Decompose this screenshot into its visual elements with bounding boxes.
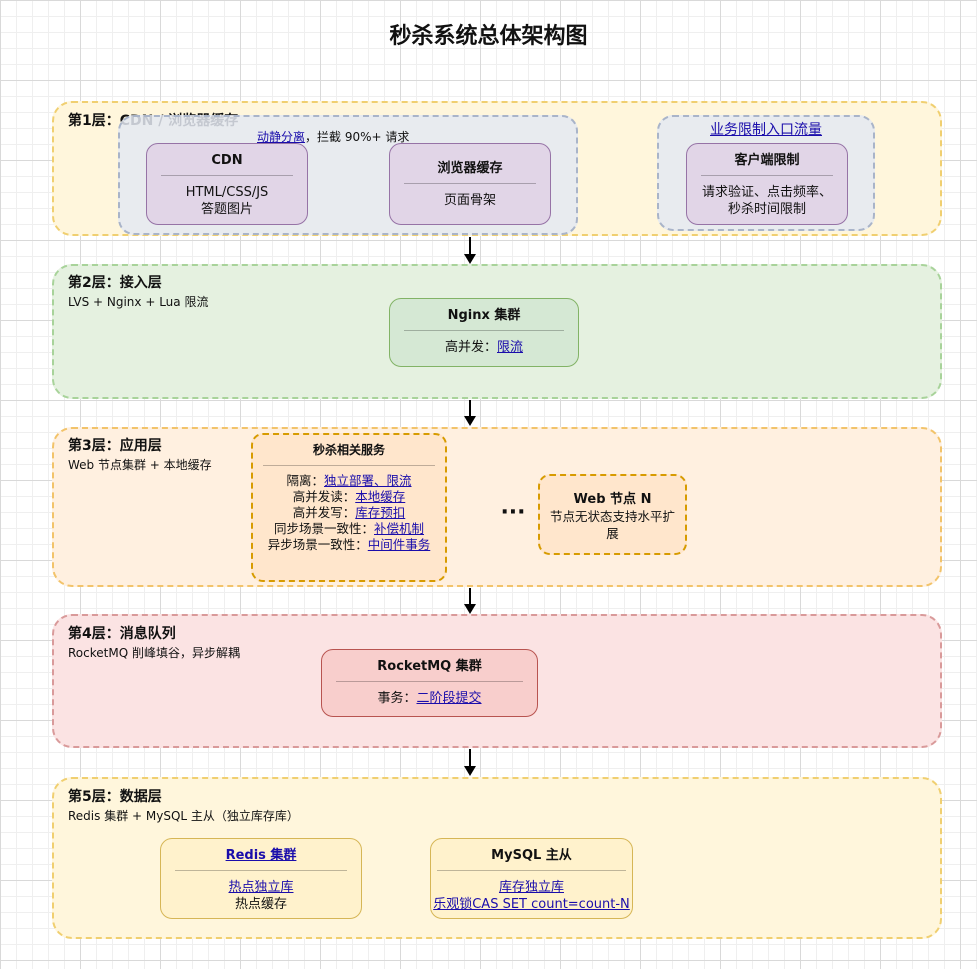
client-limit-title: 客户端限制 xyxy=(734,153,800,168)
redis-cluster-node: Redis 集群 热点独立库 热点缓存 xyxy=(160,838,362,919)
rocketmq-divider xyxy=(336,681,523,682)
cdn-line2: 答题图片 xyxy=(200,202,253,217)
layer4-title: 第4层：消息队列 xyxy=(68,626,176,642)
optimistic-lock-link[interactable]: 乐观锁CAS SET count=count-N xyxy=(433,897,630,912)
service-row-read: 高并发读：本地缓存 xyxy=(253,489,445,505)
layer2-subtitle: LVS + Nginx + Lua 限流 xyxy=(68,295,209,309)
layer5-title: 第5层：数据层 xyxy=(68,789,162,805)
client-limit-line1: 请求验证、点击频率、 xyxy=(701,185,832,200)
nginx-cluster-node: Nginx 集群 高并发：限流 xyxy=(389,298,579,367)
arrow-layer3-to-layer4 xyxy=(469,588,471,605)
nginx-line: 高并发：限流 xyxy=(390,339,578,356)
cdn-node: CDN HTML/CSS/JS 答题图片 xyxy=(146,143,308,225)
redis-line2: 热点缓存 xyxy=(234,897,287,912)
stock-db-link[interactable]: 库存独立库 xyxy=(498,880,564,895)
arrowhead-layer2-to-layer3 xyxy=(464,416,476,426)
compensation-link[interactable]: 补偿机制 xyxy=(374,521,425,536)
service-row-async: 异步场景一致性：中间件事务 xyxy=(253,537,445,553)
cdn-title: CDN xyxy=(211,153,243,168)
arrow-layer1-to-layer2 xyxy=(469,237,471,255)
cdn-divider xyxy=(161,175,293,176)
isolation-link[interactable]: 独立部署、限流 xyxy=(324,473,412,488)
stock-prededuct-link[interactable]: 库存预扣 xyxy=(355,505,406,520)
redis-divider xyxy=(175,870,347,871)
nginx-divider xyxy=(404,330,564,331)
client-limit-line2: 秒杀时间限制 xyxy=(727,202,806,217)
local-cache-link[interactable]: 本地缓存 xyxy=(355,489,406,504)
rocketmq-prefix: 事务： xyxy=(377,691,417,706)
more-nodes-ellipsis: ··· xyxy=(500,500,526,525)
service-row-write-prefix: 高并发写： xyxy=(292,505,356,520)
seckill-service-node: 秒杀相关服务 隔离：独立部署、限流 高并发读：本地缓存 高并发写：库存预扣 同步… xyxy=(251,433,447,582)
static-note-text: ，拦截 90%+ 请求 xyxy=(305,130,410,144)
service-row-sync-prefix: 同步场景一致性： xyxy=(273,521,374,536)
web-node-line1: 节点无状态支持水平扩 xyxy=(549,509,675,524)
layer3-subtitle: Web 节点集群 + 本地缓存 xyxy=(68,458,212,472)
cdn-line1: HTML/CSS/JS xyxy=(185,185,269,200)
static-note: 动静分离，拦截 90%+ 请求 xyxy=(257,128,409,145)
browser-cache-node: 浏览器缓存 页面骨架 xyxy=(389,143,551,225)
layer3-container xyxy=(52,427,942,587)
seckill-service-title: 秒杀相关服务 xyxy=(312,443,385,457)
web-node-n: Web 节点 N 节点无状态支持水平扩 展 xyxy=(538,474,687,555)
service-row-write: 高并发写：库存预扣 xyxy=(253,505,445,521)
seckill-service-divider xyxy=(263,465,435,466)
layer4-subtitle: RocketMQ 削峰填谷，异步解耦 xyxy=(68,646,240,660)
hotspot-db-link[interactable]: 热点独立库 xyxy=(228,880,294,895)
browser-cache-divider xyxy=(404,183,536,184)
arrow-layer2-to-layer3 xyxy=(469,400,471,417)
layer2-title: 第2层：接入层 xyxy=(68,275,162,291)
service-row-read-prefix: 高并发读： xyxy=(292,489,356,504)
browser-cache-line1: 页面骨架 xyxy=(443,193,496,208)
client-limit-node: 客户端限制 请求验证、点击频率、 秒杀时间限制 xyxy=(686,143,848,225)
rate-limit-link[interactable]: 限流 xyxy=(497,340,524,355)
rocketmq-cluster-node: RocketMQ 集群 事务：二阶段提交 xyxy=(321,649,538,717)
arrowhead-layer3-to-layer4 xyxy=(464,604,476,614)
browser-cache-title: 浏览器缓存 xyxy=(437,161,503,176)
mysql-divider xyxy=(437,870,626,871)
arrow-layer4-to-layer5 xyxy=(469,749,471,767)
service-row-isolation: 隔离：独立部署、限流 xyxy=(253,473,445,489)
mysql-master-slave-node: MySQL 主从 库存独立库 乐观锁CAS SET count=count-N xyxy=(430,838,633,919)
layer3-title: 第3层：应用层 xyxy=(68,438,162,454)
service-row-isolation-prefix: 隔离： xyxy=(286,473,324,488)
nginx-cluster-title: Nginx 集群 xyxy=(447,308,521,323)
diagram-title: 秒杀系统总体架构图 xyxy=(389,24,588,49)
middleware-transaction-link[interactable]: 中间件事务 xyxy=(367,537,431,552)
client-limit-divider xyxy=(701,175,833,176)
nginx-prefix: 高并发： xyxy=(444,340,497,355)
static-separation-link[interactable]: 动静分离 xyxy=(257,130,306,144)
layer5-subtitle: Redis 集群 + MySQL 主从（独立库存库） xyxy=(68,809,299,823)
redis-title-link[interactable]: Redis 集群 xyxy=(225,848,297,863)
arrowhead-layer1-to-layer2 xyxy=(464,254,476,264)
service-row-async-prefix: 异步场景一致性： xyxy=(267,537,368,552)
web-node-line2: 展 xyxy=(606,526,619,541)
rocketmq-title: RocketMQ 集群 xyxy=(377,659,482,674)
business-limit-link[interactable]: 业务限制入口流量 xyxy=(710,122,822,138)
web-node-title: Web 节点 N xyxy=(573,492,652,507)
arrowhead-layer4-to-layer5 xyxy=(464,766,476,776)
mysql-title: MySQL 主从 xyxy=(491,848,572,863)
client-limit-group-label: 业务限制入口流量 xyxy=(657,119,875,139)
two-phase-commit-link[interactable]: 二阶段提交 xyxy=(416,691,482,706)
service-row-sync: 同步场景一致性：补偿机制 xyxy=(253,521,445,537)
rocketmq-line: 事务：二阶段提交 xyxy=(322,690,537,707)
